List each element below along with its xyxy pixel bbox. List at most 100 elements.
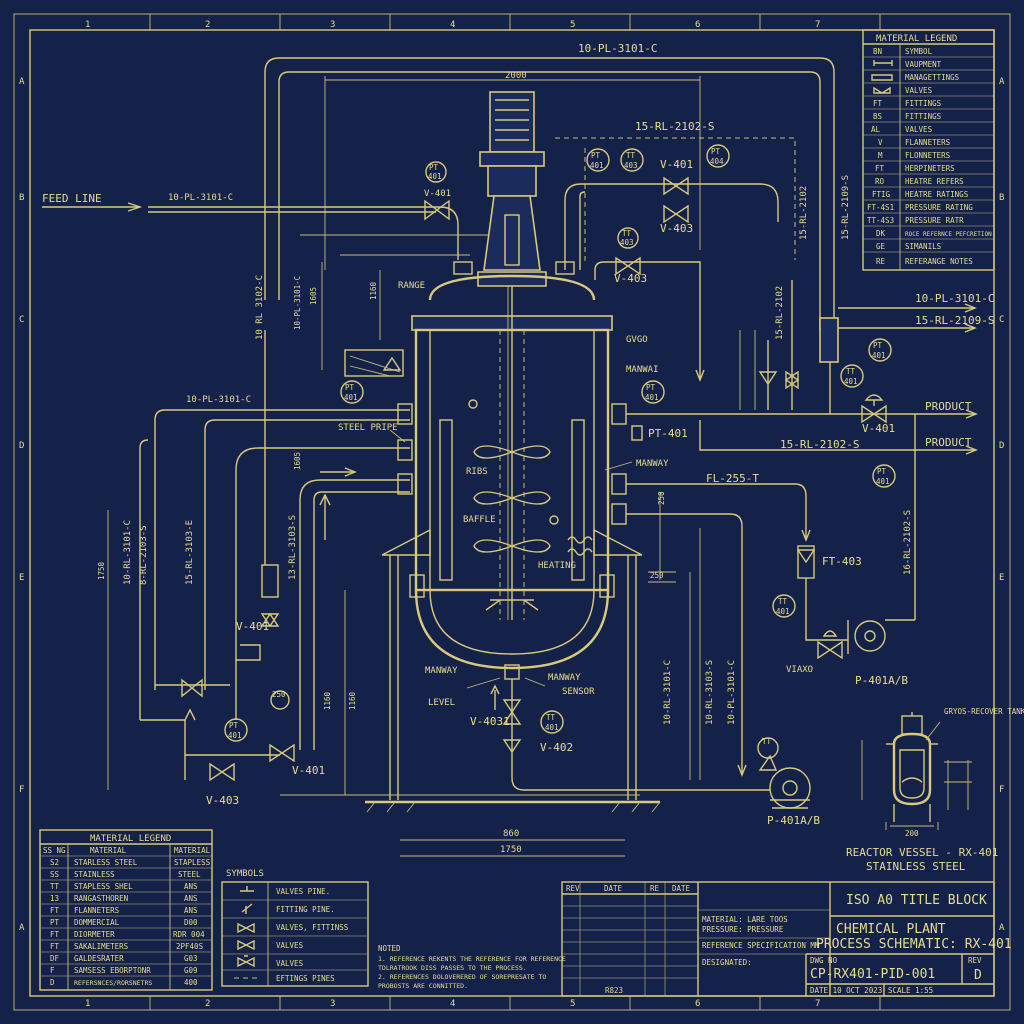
lb-r5c2: D00 bbox=[184, 918, 198, 927]
col-label-2: 2 bbox=[205, 20, 210, 30]
lb-r4c1: FLANNETERS bbox=[74, 906, 120, 915]
rev-materials: MATERIAL: LARE TOOS bbox=[702, 915, 788, 924]
lb-r8c1: GALDESRATER bbox=[74, 954, 124, 963]
steel-pipe-label: STEEL PRIPE bbox=[338, 423, 398, 433]
pt401-label: PT-401 bbox=[648, 427, 688, 440]
legend-top-r12c0: FT-4S1 bbox=[867, 203, 894, 212]
legend-top-r13c1: PRESSURE RATR bbox=[905, 216, 964, 225]
bubble-tt-pump: TT bbox=[762, 737, 772, 746]
bubble-401-rt: 401 bbox=[872, 351, 886, 360]
symbol-row-3: VALVES bbox=[276, 941, 304, 950]
range-label: RANGE bbox=[398, 281, 425, 291]
legend-top-r14c0: DK bbox=[876, 229, 886, 238]
lb-r0c0: S2 bbox=[50, 858, 59, 867]
symbol-valve-actuated bbox=[237, 955, 255, 968]
stainless-steel-label: STAINLESS STEEL bbox=[866, 860, 966, 873]
bubble-401-rl: 401 bbox=[776, 607, 790, 616]
viaxo-label: VIAXO bbox=[786, 665, 813, 675]
pt-bubble-right-top bbox=[868, 338, 892, 362]
nozzle-l3 bbox=[397, 473, 413, 495]
rev-h3: DATE bbox=[672, 884, 691, 893]
rev-h0: REV bbox=[566, 884, 580, 893]
legend-top-r9c1: HERPINETERS bbox=[905, 164, 955, 173]
notes-title: NOTED bbox=[378, 944, 401, 953]
title-line-2: PROCESS SCHEMATIC: RX-401 bbox=[816, 937, 1012, 952]
dim-left-1750: 1750 bbox=[97, 561, 106, 580]
notes-block: NOTED 1. REFERENCE REKENTS THE REFERENCE… bbox=[378, 944, 566, 990]
bubble-403-t1: 403 bbox=[624, 161, 638, 170]
bubble-pt-rt: PT bbox=[873, 341, 883, 350]
tt-bubble-mid-top bbox=[617, 227, 639, 249]
bubble-pt-bl: PT bbox=[229, 721, 239, 730]
sensor-bubble-left bbox=[270, 690, 290, 710]
left-vert-10rl: 10-RL-3101-C bbox=[123, 520, 133, 585]
bubble-401-text: 401 bbox=[428, 172, 442, 181]
valve-v401-top-right: V-401 bbox=[660, 158, 693, 171]
pt-bubble-bottom-left bbox=[224, 718, 248, 742]
legend-top-r8c0: M bbox=[878, 151, 883, 160]
notes-line-1: TDLRATROOK DISS PASSES TO THE PROCESS. bbox=[378, 964, 527, 972]
symbol-row-5: EFTINGS PINES bbox=[276, 974, 335, 983]
lb-r10c2: 400 bbox=[184, 978, 198, 987]
lb-r1c0: SS bbox=[50, 870, 60, 879]
lb-r8c0: DF bbox=[50, 954, 60, 963]
lb-r8c2: G03 bbox=[184, 954, 198, 963]
row-label-r-g: A bbox=[999, 923, 1005, 933]
feed-line: FEED LINE 10-PL-3101-C V-401 PT 401 bbox=[42, 161, 459, 260]
lb-r7c1: SAKALIMETERS bbox=[74, 942, 129, 951]
manway-top-label: MANWAI bbox=[626, 365, 659, 375]
bottom-vert-a: 10-RL-3101-C bbox=[663, 660, 673, 725]
bottom-vert-b: 10-RL-3103-S bbox=[705, 660, 715, 725]
right-vert-16rl: 16-RL-2102-S bbox=[903, 510, 913, 575]
row-label-r-a: A bbox=[999, 77, 1005, 87]
dim-860-label: 860 bbox=[503, 829, 519, 839]
legend-top-r11c1: HEATRE RATINGS bbox=[905, 190, 969, 199]
bubble-pt-text: PT bbox=[429, 163, 439, 172]
row-label-l-b: B bbox=[19, 193, 24, 203]
row-label-l-d: D bbox=[19, 441, 24, 451]
bubble-pt-t1: PT bbox=[591, 151, 601, 160]
valve-v403-top-label: V-403 bbox=[660, 222, 693, 235]
dim-1605-label: 1605 bbox=[293, 452, 302, 470]
vessel-annotations: PT 401 GVGO MANWAI PT 401 PT-401 MANWAY … bbox=[340, 335, 688, 760]
col-label-1: 1 bbox=[85, 20, 90, 30]
bubble-tt-t1: TT bbox=[626, 151, 636, 160]
rib-label: RIBS bbox=[466, 467, 488, 477]
row-label-r-f: F bbox=[999, 785, 1004, 795]
bubble-401-bottom: 401 bbox=[545, 723, 559, 732]
heating-coil bbox=[567, 536, 593, 544]
lb-r6c0: FT bbox=[50, 930, 60, 939]
material-legend-top: MATERIAL LEGEND BN SYMBOL VAUPMENT MANAG… bbox=[862, 29, 995, 271]
symbol-valve-fitting bbox=[237, 922, 255, 934]
col-label-6: 6 bbox=[695, 20, 700, 30]
lb-r7c0: FT bbox=[50, 942, 60, 951]
lb-r9c2: G09 bbox=[184, 966, 198, 975]
legend-top-r9c0: FT bbox=[875, 164, 885, 173]
legend-top-r1c1: VAUPMENT bbox=[905, 60, 942, 69]
tt-bubble-right-top bbox=[840, 364, 864, 388]
right-10pl-label: 10-PL-3101-C bbox=[915, 292, 994, 305]
title-scale: SCALE 1:55 bbox=[888, 986, 933, 995]
feed-line-label: FEED LINE bbox=[42, 192, 102, 205]
lb-r10c0: D bbox=[50, 978, 55, 987]
legend-top-r11c0: FTIG bbox=[872, 190, 891, 199]
valve-v401-bl-label: V-401 bbox=[292, 764, 325, 777]
impeller-lower bbox=[473, 539, 551, 553]
col-label-bottom-3: 3 bbox=[330, 999, 335, 1009]
bubble-403-mt: 403 bbox=[620, 238, 634, 247]
vert-15rl-2109: 15-RL-2109-S bbox=[841, 175, 851, 240]
notes-line-0: 1. REFERENCE REKENTS THE REFERENCE FOR R… bbox=[378, 955, 566, 963]
row-label-l-g: A bbox=[19, 923, 25, 933]
small-sensor-text: 250 bbox=[272, 690, 286, 699]
dwg-label: DWG NO bbox=[810, 956, 838, 965]
line-15rl-top: 15-RL-2102-S bbox=[635, 120, 714, 133]
title-block: REV DATE RE DATE R823 MATERIAL: LARE TOO… bbox=[561, 881, 1012, 997]
pt-bubble-top-2 bbox=[706, 144, 730, 168]
symbol-row-0: VALVES PINE. bbox=[276, 887, 330, 896]
col-label-5: 5 bbox=[570, 20, 575, 30]
symbol-row-1: FITTING PINE. bbox=[276, 905, 335, 914]
sensor-label: SENSOR bbox=[562, 687, 595, 697]
rev-h1: DATE bbox=[604, 884, 623, 893]
reactor-vessel: RIBS BAFFLE HEATING 860 1750 bbox=[365, 91, 661, 857]
